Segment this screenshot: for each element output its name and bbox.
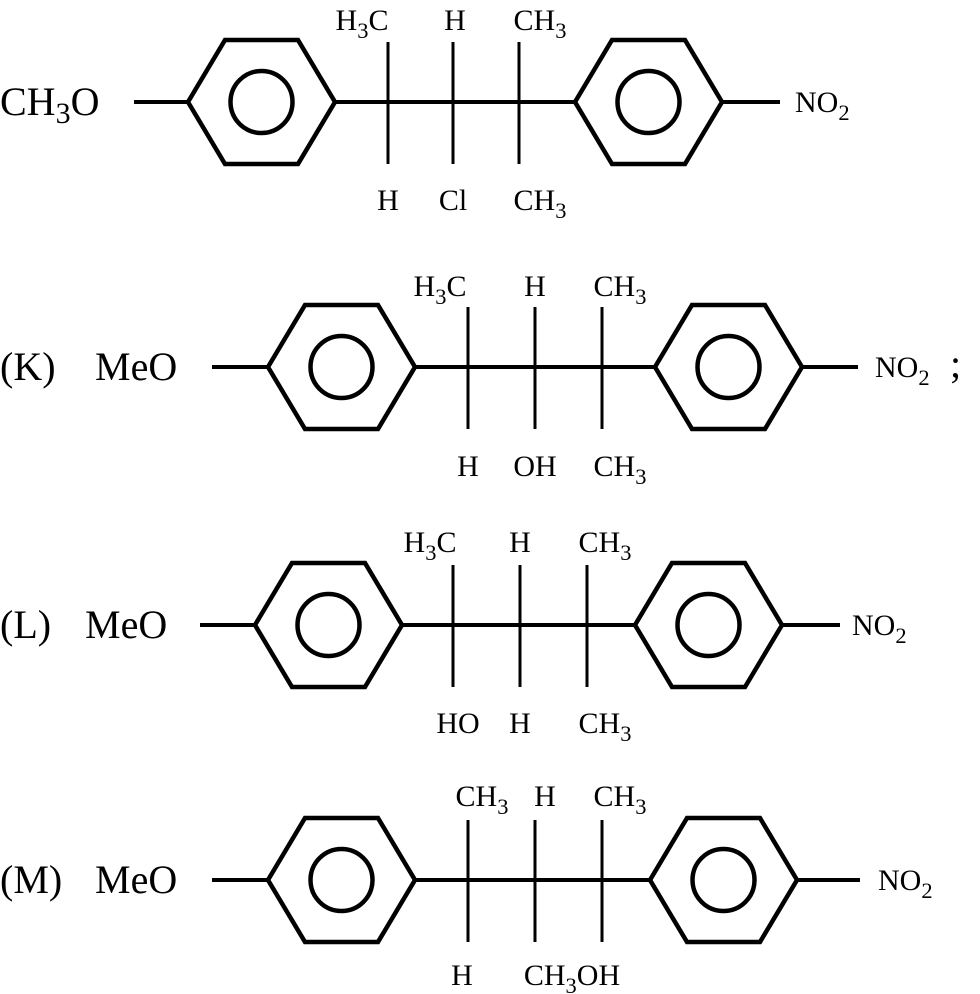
top-substituent-label: CH3​ [594,270,647,309]
bottom-substituent-label: HO [436,707,479,740]
top-substituent-label: H [524,270,546,303]
aromatic-circle [308,846,375,914]
structure-l: (L) MeO NO2​ H3​C H CH3​ HO H CH3​ [0,526,907,746]
top-substituent-label: H [444,4,466,37]
aromatic-circle [228,68,295,136]
separator: ; [950,341,961,386]
top-substituent-label: CH3​ [456,780,509,819]
top-substituent-label: H3​C [336,4,389,43]
bottom-substituent-label: H [377,184,399,217]
structure-reference: CH3​O NO2​ H3​C H CH3​ H Cl CH3​ [0,4,850,223]
left-group-label: MeO [95,344,177,389]
aromatic-circle [615,68,682,136]
right-group-label: NO2​ [878,864,933,903]
bottom-substituent-label: CH3​ [594,450,647,489]
structure-k: (K) MeO NO2​; H3​C H CH3​ H OH CH3​ [0,270,961,489]
benzene-ring-left [252,560,405,690]
top-substituent-label: CH3​ [514,4,567,43]
left-group-label: MeO [85,602,167,647]
aromatic-circle [695,333,762,401]
right-group-label: NO2​ [875,351,930,390]
bottom-substituent-label: H [451,959,473,992]
bottom-substituent-label: OH [513,450,556,483]
left-group-label: CH3​O [0,79,99,130]
benzene-ring-right [652,302,805,432]
top-substituent-label: H3​C [414,270,467,309]
top-substituent-label: H [534,780,556,813]
bottom-substituent-label: CH3​ [514,184,567,223]
benzene-ring-left [185,37,338,167]
aromatic-circle [690,846,757,914]
benzene-ring-left [265,302,418,432]
aromatic-circle [675,591,742,659]
bottom-substituent-label: H [457,450,479,483]
bottom-substituent-label: CH3​ [579,707,632,746]
top-substituent-label: CH3​ [594,780,647,819]
structure-label: (M) [0,857,62,902]
right-group-label: NO2​ [852,609,907,648]
benzene-ring-left [265,815,418,945]
top-substituent-label: H3​C [404,526,457,565]
top-substituent-label: H [509,526,531,559]
bottom-substituent-label: H [509,707,531,740]
bottom-substituent-label: CH3​OH [524,959,620,994]
benzene-ring-right [647,815,800,945]
structure-m: (M) MeO NO2​ CH3​ H CH3​ H CH3​OH [0,780,933,994]
top-substituent-label: CH3​ [579,526,632,565]
benzene-ring-right [632,560,785,690]
benzene-ring-right [572,37,725,167]
left-group-label: MeO [95,857,177,902]
aromatic-circle [308,333,375,401]
structure-label: (L) [0,602,51,647]
aromatic-circle [295,591,362,659]
right-group-label: NO2​ [795,86,850,125]
structure-label: (K) [0,344,56,389]
bottom-substituent-label: Cl [439,184,467,217]
